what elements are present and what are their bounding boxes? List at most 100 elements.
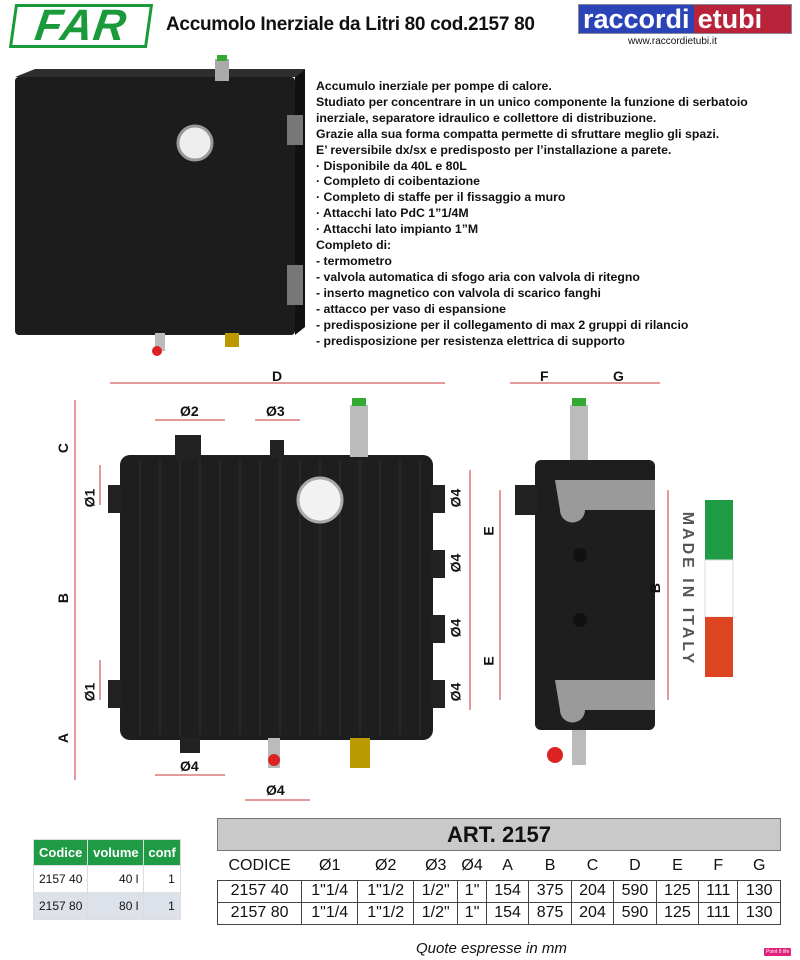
cell: 80 l bbox=[87, 892, 145, 920]
cell: 590 bbox=[613, 901, 657, 925]
cell: 1" bbox=[457, 901, 487, 925]
col-header: C bbox=[586, 856, 599, 874]
technical-drawing bbox=[74, 382, 734, 801]
desc-line: - predisposizione per il collegamento di… bbox=[316, 317, 689, 332]
cell: 204 bbox=[570, 901, 615, 925]
cell: 130 bbox=[737, 901, 781, 925]
dim-B: B bbox=[55, 592, 72, 604]
far-logo: FAR bbox=[8, 1, 154, 50]
made-in-italy: MADE IN ITALY bbox=[679, 511, 696, 667]
desc-line: - attacco per vaso di espansione bbox=[316, 301, 506, 316]
dim-d4-right: Ø4 bbox=[447, 682, 464, 702]
cell: 111 bbox=[698, 901, 739, 925]
cell: 1"1/4 bbox=[301, 901, 359, 925]
desc-line: E’ reversibile dx/sx e predisposto per l… bbox=[316, 142, 672, 157]
cell: 1/2" bbox=[413, 901, 459, 925]
cell: 154 bbox=[485, 901, 530, 925]
cell: 1 bbox=[143, 892, 181, 920]
cell: 1" bbox=[457, 879, 487, 903]
dim-d1-bottom: Ø1 bbox=[81, 682, 98, 702]
col-header: Ø4 bbox=[461, 856, 483, 874]
cell: 40 l bbox=[87, 865, 145, 893]
logo-part-a: raccordi bbox=[579, 5, 694, 33]
cell: 2157 80 bbox=[32, 892, 89, 920]
cell: 2157 40 bbox=[216, 879, 303, 903]
dim-G: G bbox=[613, 368, 624, 384]
dim-d4-bottom: Ø4 bbox=[180, 758, 199, 774]
product-description: Accumulo inerziale per pompe di calore. … bbox=[316, 79, 748, 349]
col-header: CODICE bbox=[228, 856, 291, 874]
cell: 125 bbox=[655, 879, 700, 903]
col-header: Ø3 bbox=[425, 856, 447, 874]
desc-line: Studiato per concentrare in un unico com… bbox=[316, 94, 748, 109]
cell: 875 bbox=[528, 901, 572, 925]
cell: 130 bbox=[737, 879, 781, 903]
dim-A: A bbox=[55, 732, 72, 744]
col-header: Ø1 bbox=[319, 856, 341, 874]
col-header: F bbox=[713, 856, 724, 874]
col-header: conf bbox=[143, 839, 181, 866]
cell: 590 bbox=[613, 879, 657, 903]
dim-d4-valve: Ø4 bbox=[266, 782, 285, 798]
desc-line: - valvola automatica di sfogo aria con v… bbox=[316, 269, 640, 284]
cell: 1"1/2 bbox=[357, 901, 415, 925]
dim-d4-right: Ø4 bbox=[447, 618, 464, 638]
col-header: E bbox=[672, 856, 683, 874]
cell: 2157 80 bbox=[216, 901, 303, 925]
col-header: G bbox=[752, 856, 766, 874]
logo-part-b: etubi bbox=[693, 4, 791, 34]
dim-d4-right: Ø4 bbox=[447, 488, 464, 508]
cell: 1/2" bbox=[413, 879, 459, 903]
desc-line: · Attacchi lato PdC 1”1/4M bbox=[316, 206, 469, 221]
dim-F: F bbox=[540, 368, 549, 384]
cell: 2157 40 bbox=[32, 865, 89, 893]
dim-E: E bbox=[480, 526, 497, 536]
dim-B-side: B bbox=[647, 582, 664, 594]
cell: 1"1/4 bbox=[301, 879, 359, 903]
cell: 111 bbox=[698, 879, 739, 903]
col-header: volume bbox=[87, 839, 145, 866]
shop-url[interactable]: www.raccordietubi.it bbox=[628, 36, 717, 47]
desc-line: · Completo di coibentazione bbox=[316, 174, 480, 189]
dim-d4-right: Ø4 bbox=[447, 553, 464, 573]
col-header: D bbox=[629, 856, 641, 874]
desc-line: · Completo di staffe per il fissaggio a … bbox=[316, 190, 566, 205]
desc-line: · Disponibile da 40L e 80L bbox=[316, 158, 467, 173]
page-title: Accumolo Inerziale da Litri 80 cod.2157 … bbox=[166, 14, 535, 35]
logo-part-e: e bbox=[697, 4, 713, 34]
col-header: Ø2 bbox=[375, 856, 397, 874]
cell: 375 bbox=[528, 879, 572, 903]
product-photo bbox=[15, 55, 305, 356]
desc-line: - predisposizione per resistenza elettri… bbox=[316, 333, 625, 348]
logo-part-tubi: tubi bbox=[712, 4, 763, 34]
desc-line: Grazie alla sua forma compatta permette … bbox=[316, 126, 720, 141]
dim-d2: Ø2 bbox=[180, 403, 199, 419]
col-header: A bbox=[502, 856, 513, 874]
desc-line: inerziale, separatore idraulico e collet… bbox=[316, 110, 657, 125]
desc-line: Completo di: bbox=[316, 238, 392, 253]
cell: 154 bbox=[485, 879, 530, 903]
cell: 1 bbox=[143, 865, 181, 893]
far-logo-text: FAR bbox=[32, 1, 131, 50]
units-note: Quote espresse in mm bbox=[416, 940, 567, 957]
corner-badge: Point 8 life bbox=[764, 948, 792, 956]
cell: 1"1/2 bbox=[357, 879, 415, 903]
desc-line: Accumulo inerziale per pompe di calore. bbox=[316, 79, 552, 93]
article-title: ART. 2157 bbox=[217, 818, 781, 851]
dim-D: D bbox=[272, 368, 283, 384]
cell: 204 bbox=[570, 879, 615, 903]
desc-line: · Attacchi lato impianto 1”M bbox=[316, 222, 479, 237]
desc-line: - inserto magnetico con valvola di scari… bbox=[316, 285, 601, 300]
dim-d3: Ø3 bbox=[266, 403, 285, 419]
dim-E: E bbox=[480, 656, 497, 666]
dim-C: C bbox=[55, 442, 72, 454]
col-header: Codice bbox=[32, 839, 89, 866]
desc-line: - termometro bbox=[316, 253, 392, 268]
